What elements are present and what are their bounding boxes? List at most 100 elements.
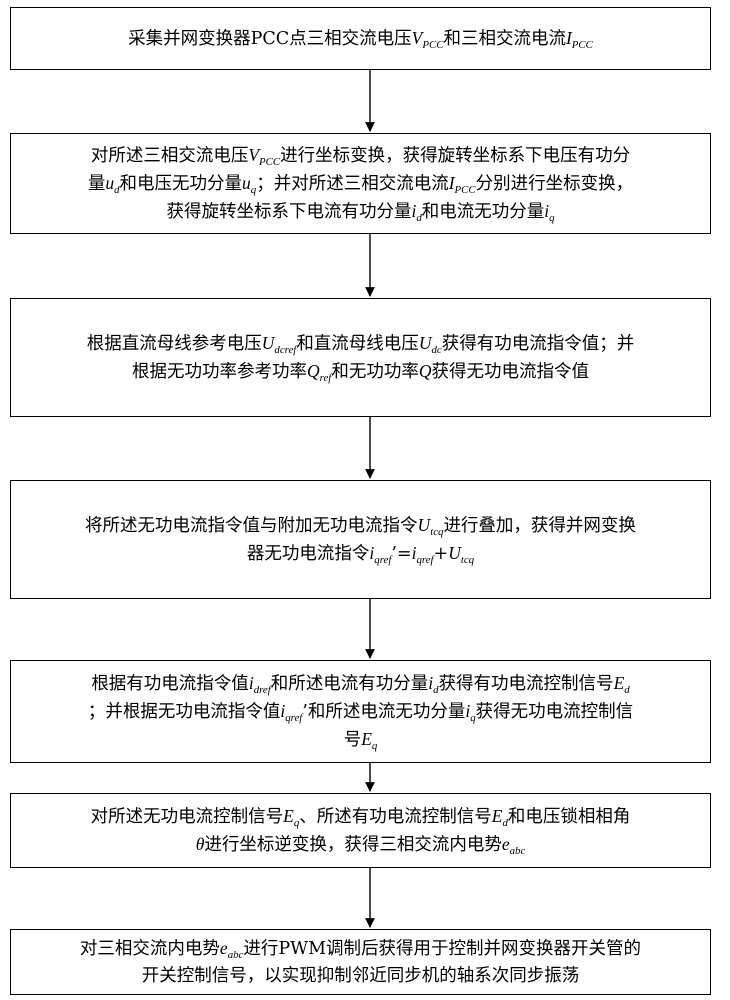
text-run: 获得无功电流控制信 <box>475 701 634 722</box>
text-run: 进行坐标变换，获得旋转坐标系下电压有功分 <box>280 145 631 166</box>
step-4-line-2: 器无功电流指令iqref’=iqref+Utcq <box>247 540 474 568</box>
math-symbol: Eq <box>283 805 300 829</box>
math-symbol: iqref <box>411 542 434 566</box>
text-run: 根据直流母线参考电压 <box>86 333 262 354</box>
math-symbol: Q <box>418 360 432 381</box>
math-symbol: Utcq <box>417 514 444 538</box>
math-symbol: iq <box>465 700 476 724</box>
math-subscript: d <box>433 683 439 696</box>
step-6-line-1: 对所述无功电流控制信号Eq、所述有功电流控制信号Ed和电压锁相相角 <box>91 803 631 831</box>
math-subscript: qref <box>416 553 434 566</box>
step-6-line-2: θ进行坐标逆变换，获得三相交流内电势eabc <box>196 831 526 859</box>
text-run: 获得有功电流指令值；并 <box>441 333 635 354</box>
math-symbol: eabc <box>219 937 244 961</box>
text-run: + <box>433 543 449 564</box>
math-symbol: idref <box>248 672 271 696</box>
math-symbol: Udc <box>418 332 442 356</box>
math-subscript: dcref <box>274 343 297 356</box>
math-symbol: id <box>411 200 422 224</box>
step-1-box: 采集并网变换器PCC点三相交流电压VPCC和三相交流电流IPCC <box>10 7 711 70</box>
math-subscript: PCC <box>259 155 281 168</box>
math-subscript: qref <box>374 553 392 566</box>
text-run: 根据有功电流指令值 <box>91 673 249 694</box>
step-7-box: 对三相交流内电势eabc进行PWM调制后获得用于控制并网变换器开关管的开关控制信… <box>10 929 711 995</box>
text-run: ’= <box>391 543 412 564</box>
math-subscript: q <box>549 211 555 224</box>
step-2-line-3: 获得旋转坐标系下电流有功分量id和电流无功分量iq <box>166 198 554 226</box>
math-subscript: q <box>470 711 476 724</box>
text-run: 和所述电流有功分量 <box>270 673 429 694</box>
text-run: ；并对所述三相交流电流 <box>256 173 449 194</box>
text-run: ’和所述电流无功分量 <box>302 701 466 722</box>
step-4-line-1: 将所述无功电流指令值与附加无功电流指令Utcq进行叠加，获得并网变换 <box>85 512 636 540</box>
math-symbol: ud <box>105 172 120 196</box>
text-run: 和三相交流电流 <box>443 28 566 49</box>
text-run: 量 <box>87 173 106 194</box>
text-run: 器无功电流指令 <box>246 543 370 564</box>
math-symbol: Qref <box>307 360 332 384</box>
math-subscript: tcq <box>460 553 475 566</box>
math-subscript: d <box>416 211 422 224</box>
math-subscript: q <box>250 183 257 196</box>
math-subscript: ref <box>319 371 332 384</box>
text-run: 进行PWM调制后获得用于控制并网变换器开关管的 <box>243 938 642 959</box>
math-symbol: iqref <box>280 700 303 724</box>
text-run: 和无功功率 <box>331 361 419 382</box>
text-run: 对所述无功电流控制信号 <box>90 806 284 827</box>
math-symbol: eabc <box>501 833 526 857</box>
math-symbol: VPCC <box>248 144 281 168</box>
text-run: 采集并网变换器PCC点三相交流电压 <box>128 28 412 49</box>
math-subscript: PCC <box>422 38 444 51</box>
math-symbol: Utcq <box>448 542 475 566</box>
step-3-line-1: 根据直流母线参考电压Udcref和直流母线电压Udc获得有功电流指令值；并 <box>87 330 634 358</box>
step-5-line-2: ；并根据无功电流指令值iqref’和所述电流无功分量iq获得无功电流控制信 <box>88 698 633 726</box>
math-subscript: q <box>293 816 300 829</box>
text-run: 获得有功电流控制信号 <box>438 673 614 694</box>
step-2-line-2: 量ud和电压无功分量uq；并对所述三相交流电流IPCC分别进行坐标变换， <box>88 170 633 198</box>
text-run: 对所述三相交流电压 <box>90 145 249 166</box>
text-run: 号 <box>343 729 362 750</box>
math-subscript: q <box>371 739 378 752</box>
math-symbol: IPCC <box>448 172 476 196</box>
math-subscript: tcq <box>430 525 444 538</box>
text-run: 进行坐标逆变换，获得三相交流内电势 <box>204 834 502 855</box>
math-subscript: qref <box>285 711 303 724</box>
step-4-box: 将所述无功电流指令值与附加无功电流指令Utcq进行叠加，获得并网变换器无功电流指… <box>10 480 711 599</box>
step-2-box: 对所述三相交流电压VPCC进行坐标变换，获得旋转坐标系下电压有功分量ud和电压无… <box>10 133 711 234</box>
math-symbol: Eq <box>361 728 378 752</box>
math-subscript: dref <box>253 683 271 696</box>
text-run: 分别进行坐标变换， <box>475 173 634 194</box>
math-subscript: d <box>502 816 508 829</box>
math-subscript: dc <box>431 343 442 356</box>
text-run: 获得旋转坐标系下电流有功分量 <box>166 201 412 222</box>
math-symbol: VPCC <box>411 27 444 51</box>
text-run: 将所述无功电流指令值与附加无功电流指令 <box>85 515 418 536</box>
text-run: 对三相交流内电势 <box>79 938 220 959</box>
step-3-box: 根据直流母线参考电压Udcref和直流母线电压Udc获得有功电流指令值；并根据无… <box>10 298 711 417</box>
step-2-line-1: 对所述三相交流电压VPCC进行坐标变换，获得旋转坐标系下电压有功分 <box>91 142 630 170</box>
text-run: 获得无功电流指令值 <box>431 361 589 382</box>
math-symbol: θ <box>195 833 205 854</box>
math-symbol: Udcref <box>261 332 297 356</box>
math-subscript: d <box>624 683 630 696</box>
text-run: ；并根据无功电流指令值 <box>87 701 281 722</box>
math-symbol: Ed <box>613 672 630 696</box>
math-subscript: PCC <box>571 38 593 51</box>
step-5-box: 根据有功电流指令值idref和所述电流有功分量id获得有功电流控制信号Ed；并根… <box>10 660 711 763</box>
text-run: 和直流母线电压 <box>296 333 419 354</box>
text-run: 进行叠加，获得并网变换 <box>443 515 636 536</box>
math-symbol: uq <box>242 172 257 196</box>
step-5-line-1: 根据有功电流指令值idref和所述电流有功分量id获得有功电流控制信号Ed <box>91 670 629 698</box>
text-run: 根据无功功率参考功率 <box>132 361 308 382</box>
math-subscript: abc <box>509 844 526 857</box>
math-subscript: abc <box>227 948 244 961</box>
step-1-line-1: 采集并网变换器PCC点三相交流电压VPCC和三相交流电流IPCC <box>128 25 593 53</box>
text-run: 和电流无功分量 <box>421 201 545 222</box>
math-symbol: iq <box>544 200 555 224</box>
math-symbol: Ed <box>491 805 508 829</box>
math-symbol: iqref <box>369 542 392 566</box>
step-5-line-3: 号Eq <box>344 726 378 754</box>
step-3-line-2: 根据无功功率参考功率Qref和无功功率Q获得无功电流指令值 <box>132 358 589 386</box>
